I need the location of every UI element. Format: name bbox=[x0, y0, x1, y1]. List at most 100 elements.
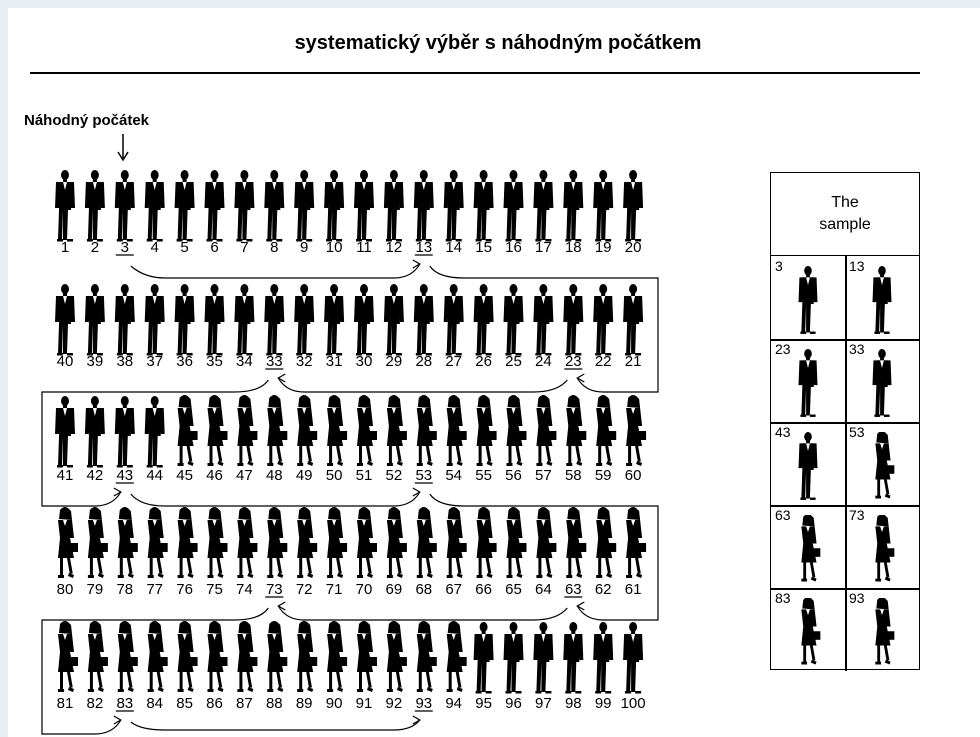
population-number: 28 bbox=[415, 353, 432, 370]
population-number: 43 bbox=[116, 467, 133, 484]
population-number: 98 bbox=[565, 695, 582, 712]
man-figure-icon bbox=[563, 622, 584, 694]
sample-cell-number: 83 bbox=[775, 590, 791, 606]
page-title: systematický výběr s náhodným počátkem bbox=[294, 32, 702, 54]
population-number: 19 bbox=[595, 239, 612, 256]
population-number: 23 bbox=[565, 353, 582, 370]
population-number: 100 bbox=[621, 695, 646, 712]
random-start-arrow bbox=[117, 134, 129, 162]
woman-figure-icon bbox=[177, 621, 198, 692]
selection-connector bbox=[429, 493, 659, 621]
population-number: 35 bbox=[206, 353, 223, 370]
population-number: 16 bbox=[505, 239, 522, 256]
sample-row-divider bbox=[771, 588, 919, 590]
population-number: 46 bbox=[206, 467, 223, 484]
man-figure-icon bbox=[234, 170, 255, 242]
woman-figure-icon bbox=[327, 507, 348, 578]
woman-figure-icon bbox=[147, 507, 168, 578]
woman-figure-icon bbox=[117, 507, 138, 578]
woman-figure-icon bbox=[357, 621, 377, 692]
sample-cell-number: 63 bbox=[775, 507, 791, 523]
population-number: 93 bbox=[415, 695, 432, 712]
man-figure-icon bbox=[144, 170, 165, 242]
man-figure-icon bbox=[593, 170, 614, 242]
man-figure-icon bbox=[563, 284, 584, 356]
woman-figure-icon bbox=[506, 507, 527, 578]
man-figure-icon bbox=[114, 284, 135, 356]
man-figure-icon bbox=[294, 170, 315, 242]
population-number: 89 bbox=[296, 695, 313, 712]
man-figure-icon bbox=[144, 396, 165, 468]
population-number: 58 bbox=[565, 467, 582, 484]
man-figure-icon bbox=[593, 622, 614, 694]
woman-figure-icon bbox=[297, 395, 318, 466]
population-number: 70 bbox=[356, 581, 373, 598]
selection-arrowhead bbox=[277, 373, 286, 383]
sample-row-divider bbox=[771, 505, 919, 507]
woman-figure-icon bbox=[147, 621, 168, 692]
population-number: 59 bbox=[595, 467, 612, 484]
woman-figure-icon bbox=[58, 621, 78, 692]
man-figure-icon bbox=[55, 396, 75, 468]
population-number: 6 bbox=[210, 239, 218, 256]
man-figure-icon bbox=[872, 266, 892, 334]
population-number: 54 bbox=[445, 467, 462, 484]
sample-cell-number: 73 bbox=[849, 507, 865, 523]
population-number: 97 bbox=[535, 695, 552, 712]
population-number: 13 bbox=[415, 239, 432, 256]
woman-figure-icon bbox=[207, 621, 228, 692]
population-number: 7 bbox=[240, 239, 248, 256]
population-number: 61 bbox=[625, 581, 642, 598]
woman-figure-icon bbox=[87, 621, 108, 692]
population-number: 9 bbox=[300, 239, 308, 256]
page: systematický výběr s náhodným počátkem N… bbox=[8, 8, 980, 737]
population-number: 1 bbox=[61, 239, 69, 256]
sample-cell: 13 bbox=[845, 256, 919, 339]
sample-cell-number: 33 bbox=[849, 341, 865, 357]
man-figure-icon bbox=[533, 284, 554, 356]
man-figure-icon bbox=[473, 170, 494, 242]
selection-arrowhead bbox=[576, 601, 585, 611]
population-number: 3 bbox=[121, 239, 129, 256]
woman-figure-icon bbox=[446, 621, 467, 692]
population-number: 14 bbox=[445, 239, 462, 256]
man-figure-icon bbox=[593, 284, 614, 356]
population-number: 88 bbox=[266, 695, 283, 712]
man-figure-icon bbox=[84, 396, 105, 468]
population-number: 57 bbox=[535, 467, 552, 484]
woman-figure-icon bbox=[416, 395, 437, 466]
sample-cell-number: 23 bbox=[775, 341, 791, 357]
population-number: 83 bbox=[116, 695, 133, 712]
man-figure-icon bbox=[383, 284, 404, 356]
man-figure-icon bbox=[563, 170, 584, 242]
sample-cell: 73 bbox=[845, 505, 919, 588]
man-figure-icon bbox=[503, 284, 524, 356]
man-figure-icon bbox=[204, 170, 225, 242]
population-number: 27 bbox=[445, 353, 462, 370]
man-figure-icon bbox=[294, 284, 315, 356]
population-number: 36 bbox=[176, 353, 193, 370]
population-number: 68 bbox=[415, 581, 432, 598]
population-number: 53 bbox=[415, 467, 432, 484]
population-number: 10 bbox=[326, 239, 343, 256]
selection-arrowhead bbox=[277, 601, 286, 611]
man-figure-icon bbox=[264, 170, 285, 242]
woman-figure-icon bbox=[267, 621, 288, 692]
man-figure-icon bbox=[503, 622, 524, 694]
population-figures bbox=[55, 170, 647, 694]
woman-figure-icon bbox=[297, 507, 318, 578]
man-figure-icon bbox=[264, 284, 285, 356]
population-number: 49 bbox=[296, 467, 313, 484]
man-figure-icon bbox=[623, 284, 644, 356]
woman-figure-icon bbox=[476, 507, 497, 578]
woman-figure-icon bbox=[626, 507, 647, 578]
selection-arrowhead bbox=[412, 715, 422, 725]
population-number: 94 bbox=[445, 695, 462, 712]
population-number: 42 bbox=[87, 467, 104, 484]
population-number: 39 bbox=[87, 353, 104, 370]
population-number: 44 bbox=[146, 467, 163, 484]
man-figure-icon bbox=[798, 349, 818, 417]
population-number: 62 bbox=[595, 581, 612, 598]
population-number: 79 bbox=[87, 581, 104, 598]
sample-cell: 53 bbox=[845, 422, 919, 505]
